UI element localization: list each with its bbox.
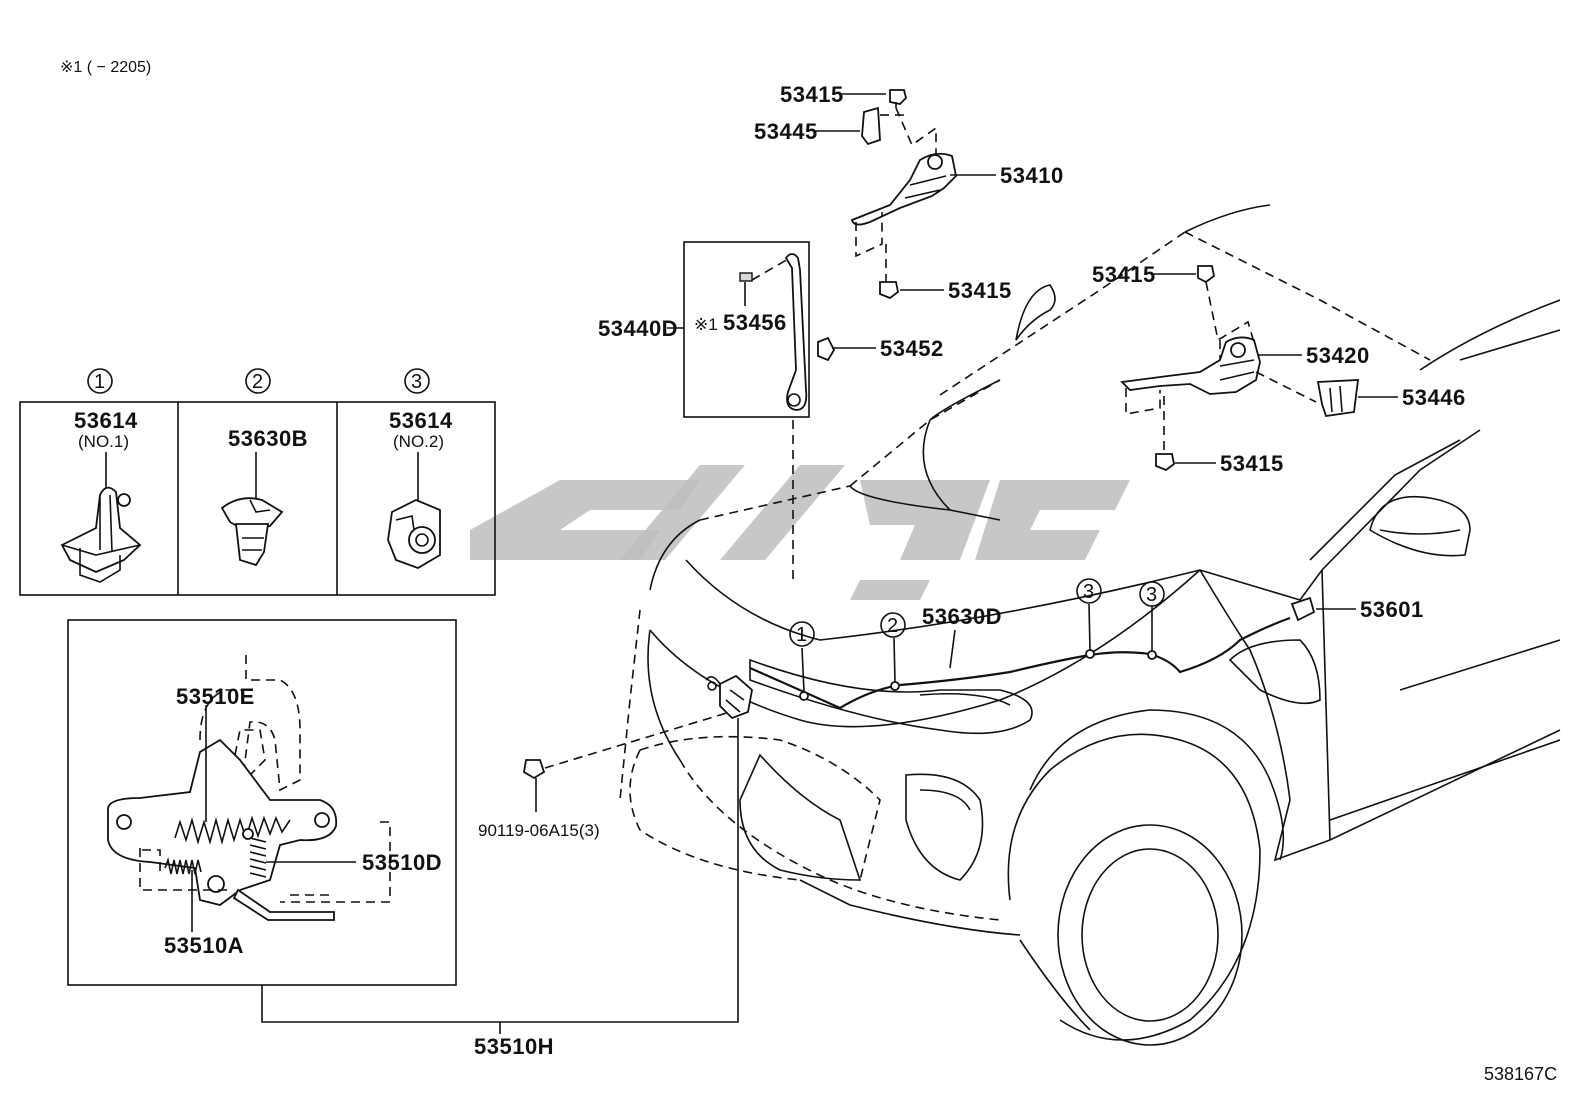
latch-bolt-part	[523, 759, 546, 780]
latch-inset-panel: 53510E 53510D 53510A	[67, 619, 457, 986]
latch-label-a: 53510A	[164, 933, 244, 958]
hinge-left-label: 53410	[1000, 163, 1064, 188]
body-marker-3a	[1076, 578, 1102, 604]
watermark-logo	[470, 465, 1130, 600]
cushion-part	[1290, 596, 1316, 622]
rod-clip-note: ※1	[694, 315, 718, 334]
latch-label-h: 53510H	[474, 1034, 554, 1059]
cushion-label: 53601	[1360, 597, 1424, 622]
clip-inset-panel: 1 2 3 53614 (NO.1) 53630B 53614 (NO.2)	[19, 368, 496, 596]
inset-3-sub: (NO.2)	[393, 432, 444, 451]
inset-1-sub: (NO.1)	[78, 432, 129, 451]
left-hinge-assembly: 53415 53445 53410 53415	[754, 82, 1064, 303]
marker-circle-3	[404, 368, 430, 394]
figure-id: 538167C	[1484, 1064, 1557, 1084]
body-marker-1-text: 1	[796, 624, 807, 646]
hood-seal-line: 1 2 3 3 53630D	[749, 578, 1291, 710]
right-hinge-assembly: 53415 53420 53446 53415	[1092, 262, 1466, 476]
clip-no1-drawing	[60, 486, 142, 583]
clip-no2-grommet-drawing	[387, 499, 441, 569]
body-marker-2	[880, 612, 906, 638]
inset-2-code: 53630B	[228, 426, 308, 451]
marker-2-text: 2	[252, 371, 263, 393]
clip-no2-drawing	[220, 497, 284, 567]
vehicle-body-outline	[619, 204, 1561, 1046]
body-marker-1	[789, 621, 815, 647]
hinge-right-bolt-top-label: 53415	[1092, 262, 1156, 287]
latch-label-d: 53510D	[362, 850, 442, 875]
hinge-right-label: 53420	[1306, 343, 1370, 368]
inset-1-code: 53614	[74, 408, 138, 433]
seal-label: 53630D	[922, 604, 1002, 629]
latch-label-e: 53510E	[176, 684, 255, 709]
body-marker-3a-text: 3	[1083, 581, 1094, 603]
support-rod-inset: 53440D ※1 53456	[598, 241, 810, 418]
rod-clip-label: 53456	[723, 310, 787, 335]
body-marker-3b-text: 3	[1146, 584, 1157, 606]
footnote-text: ※1 ( − 2205)	[60, 59, 151, 76]
body-marker-2-text: 2	[887, 615, 898, 637]
inset-3-code: 53614	[389, 408, 453, 433]
body-marker-3b	[1139, 581, 1165, 607]
latch-bolt-guide	[544, 711, 731, 769]
marker-circle-1	[87, 368, 113, 394]
holder-label: 53452	[880, 336, 944, 361]
rod-holder-part	[817, 336, 836, 362]
hinge-left-bolt-bottom-label: 53415	[948, 278, 1012, 303]
bolt-label: 90119-06A15(3)	[478, 821, 600, 840]
hinge-right-bolt-bottom-label: 53415	[1220, 451, 1284, 476]
vehicle-latch-part	[705, 674, 753, 720]
hinge-left-cover-label: 53445	[754, 119, 818, 144]
marker-3-text: 3	[411, 371, 422, 393]
marker-1-text: 1	[94, 371, 105, 393]
rod-label: 53440D	[598, 316, 678, 341]
hinge-left-bolt-top-label: 53415	[780, 82, 844, 107]
latch-bracket-line	[261, 718, 739, 1023]
marker-circle-2	[245, 368, 271, 394]
hinge-right-cover-label: 53446	[1402, 385, 1466, 410]
